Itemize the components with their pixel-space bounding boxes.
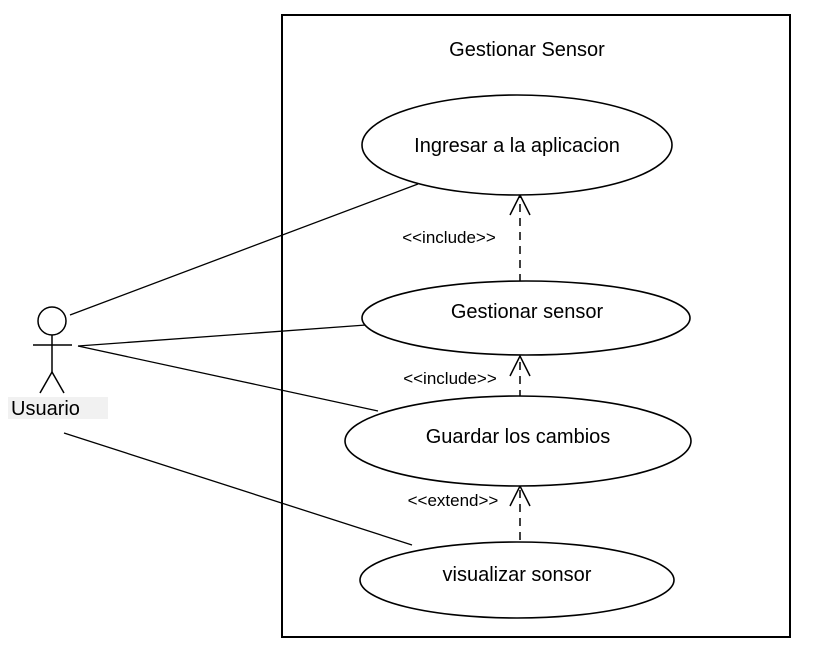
use-case-gestionar[interactable] [361,280,691,356]
use-case-guardar-label: Guardar los cambios [426,426,611,448]
include-label-2: <<include>> [403,369,497,388]
association-visualizar [63,432,413,546]
association-ingresar [69,183,419,316]
extend-label-1: <<extend>> [408,491,499,510]
include-label-1: <<include>> [402,228,496,247]
use-case-ingresar[interactable] [361,94,673,196]
use-case-visualizar[interactable] [359,541,675,619]
include-arrowhead-2 [509,354,531,377]
include-label-bg-1 [382,226,518,248]
actor-name-bg [8,397,108,419]
association-guardar [77,345,379,412]
use-case-gestionar-label: Gestionar sensor [451,301,604,323]
system-title: Gestionar Sensor [449,39,605,61]
use-case-visualizar-label: visualizar sonsor [443,564,592,586]
use-case-guardar[interactable] [344,395,692,487]
system-boundary [281,14,791,638]
association-gestionar [77,324,367,347]
actor-leg-right [51,371,65,394]
actor-head [37,306,67,336]
use-case-ingresar-label: Ingresar a la aplicacion [414,135,620,157]
actor-leg-left [39,371,53,394]
actor-name: Usuario [11,398,80,420]
actor-usuario[interactable] [33,306,72,394]
